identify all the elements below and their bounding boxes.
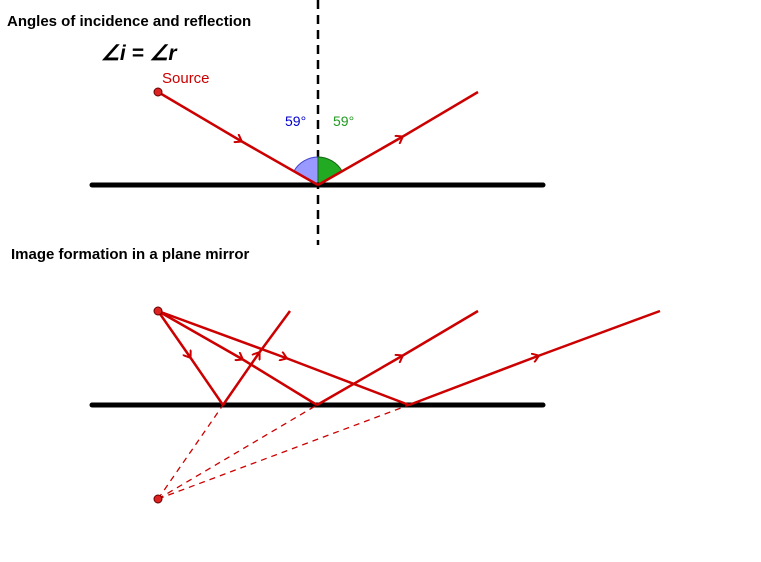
reflection-angle-label: 59° bbox=[333, 113, 354, 129]
reflected-ray-1 bbox=[221, 310, 292, 406]
incident-ray bbox=[157, 90, 319, 187]
incident-ray-3 bbox=[157, 309, 410, 407]
angle-of-incidence-arc bbox=[293, 156, 319, 186]
angle-of-reflection-arc bbox=[317, 156, 343, 186]
incidence-angle-label: 59° bbox=[285, 113, 306, 129]
virtual-ray-2 bbox=[157, 404, 318, 500]
virtual-ray-3 bbox=[157, 404, 410, 500]
section1-title: Angles of incidence and reflection bbox=[7, 13, 251, 30]
object-point bbox=[153, 306, 163, 316]
incident-ray-1 bbox=[156, 310, 225, 406]
virtual-ray-1 bbox=[157, 404, 224, 500]
section2-title: Image formation in a plane mirror bbox=[11, 246, 250, 263]
source-label: Source bbox=[162, 70, 210, 87]
reflected-ray bbox=[317, 90, 479, 187]
image-point bbox=[153, 494, 163, 504]
reflected-ray-2 bbox=[316, 309, 479, 407]
formula-label: ∠i = ∠r bbox=[101, 42, 178, 65]
reflected-ray-3 bbox=[408, 309, 661, 407]
source-point bbox=[153, 87, 163, 97]
incident-ray-2 bbox=[157, 309, 318, 407]
